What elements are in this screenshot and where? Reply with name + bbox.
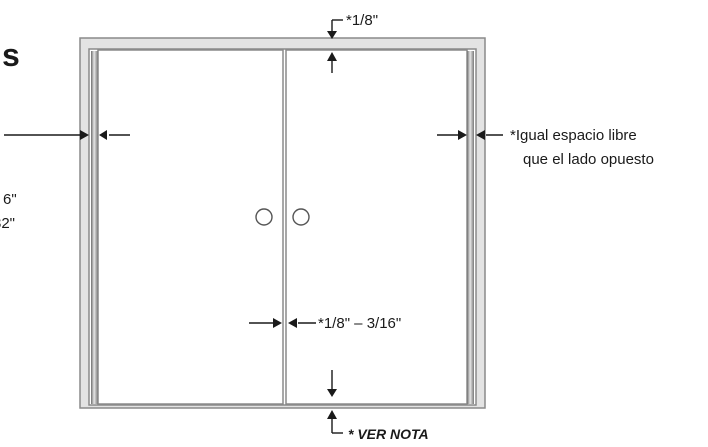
top-clearance-label: *1/8" bbox=[346, 12, 378, 29]
center-gap-label: *1/8" – 3/16" bbox=[318, 315, 401, 332]
left-dimension-label-2: 32" bbox=[0, 215, 15, 232]
left-track bbox=[91, 51, 98, 404]
left-clearance-arrows bbox=[4, 130, 130, 140]
right-door-panel bbox=[285, 49, 468, 405]
center-gap-arrows bbox=[249, 318, 316, 328]
side-clearance-label-line1: *Igual espacio libre bbox=[510, 127, 637, 144]
left-door-knob bbox=[255, 208, 273, 226]
right-track bbox=[467, 51, 474, 404]
left-dimension-label-1: 6" bbox=[3, 191, 17, 208]
top-clearance-callout bbox=[327, 19, 343, 73]
partial-heading: s bbox=[2, 37, 20, 73]
bottom-clearance-callout bbox=[327, 370, 343, 434]
bottom-note-label: * VER NOTA bbox=[348, 426, 429, 442]
left-door-panel bbox=[97, 49, 284, 405]
right-door-knob bbox=[292, 208, 310, 226]
right-clearance-arrows bbox=[437, 130, 503, 140]
side-clearance-label-line2: que el lado opuesto bbox=[523, 151, 654, 168]
